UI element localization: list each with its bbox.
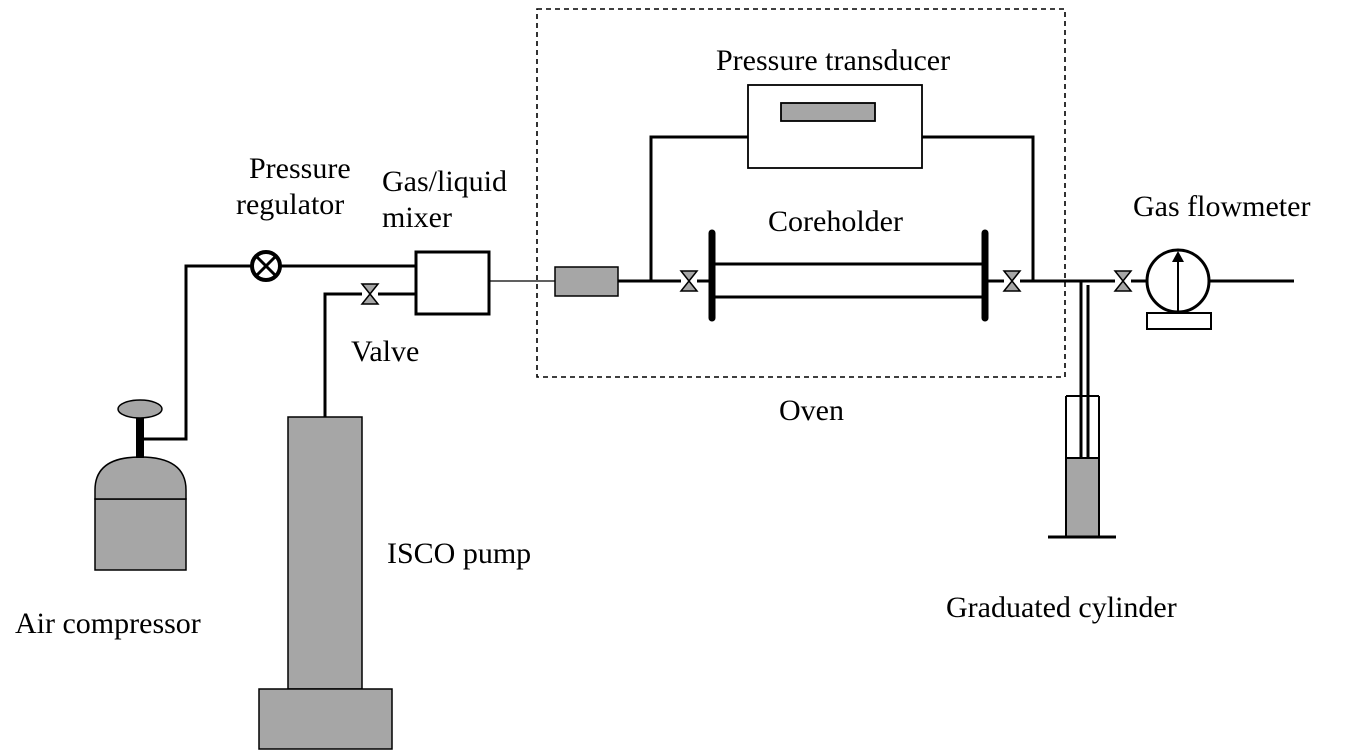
- transducer-outlet-line: [922, 135, 1035, 281]
- gas-flowmeter-label: Gas flowmeter: [1133, 190, 1310, 223]
- pump-pipe: [323, 292, 362, 417]
- pressure-regulator-label-line1: Pressure: [249, 152, 351, 185]
- oven-label: Oven: [779, 394, 844, 427]
- oven-enclosure: [536, 8, 1066, 378]
- pressure-transducer-display: [780, 102, 876, 122]
- air-compressor-stem: [136, 415, 144, 458]
- compressor-pipe: [140, 264, 252, 441]
- isco-pump: [258, 416, 393, 750]
- transducer-inlet-line: [649, 135, 748, 281]
- coreholder-inlet-valve-icon: [679, 270, 699, 292]
- coreholder-outlet-valve-icon: [1002, 270, 1022, 292]
- pressure-regulator-label-line2: regulator: [236, 188, 344, 221]
- air-compressor-knob: [117, 399, 163, 419]
- coreholder: [708, 229, 989, 322]
- pressure-regulator-icon: [250, 250, 282, 282]
- gas-liquid-mixer: [414, 250, 491, 316]
- pressure-transducer-label: Pressure transducer: [716, 44, 950, 77]
- isco-pump-base: [258, 688, 393, 750]
- air-compressor-label: Air compressor: [15, 607, 201, 640]
- flowmeter-valve-icon: [1113, 270, 1133, 292]
- coreholder-label: Coreholder: [768, 205, 903, 238]
- air-compressor-dome: [94, 456, 187, 500]
- inline-filter: [554, 266, 619, 297]
- mixer-label-line1: Gas/liquid: [382, 165, 507, 198]
- valve-label: Valve: [351, 335, 419, 368]
- isco-pump-label: ISCO pump: [387, 537, 531, 570]
- gas-flowmeter-icon: [1145, 248, 1212, 330]
- isco-pump-column: [287, 416, 363, 690]
- graduated-cylinder: [1048, 395, 1116, 539]
- mixer-label-line2: mixer: [382, 201, 452, 234]
- pressure-transducer: [747, 84, 923, 169]
- air-compressor: [94, 399, 187, 571]
- air-compressor-body: [94, 498, 187, 571]
- pump-valve-icon: [360, 283, 380, 305]
- graduated-cylinder-label: Graduated cylinder: [946, 591, 1177, 624]
